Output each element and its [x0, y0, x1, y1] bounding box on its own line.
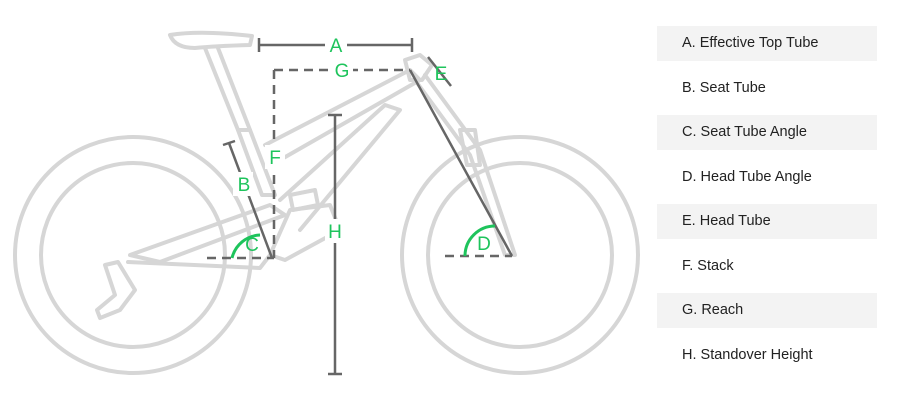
measurement-labels: A G E F B C H D: [233, 33, 491, 256]
legend-item-head-tube-angle: D. Head Tube Angle: [682, 168, 812, 185]
legend-item-seat-tube-angle: C. Seat Tube Angle: [657, 115, 877, 150]
label-g: G: [335, 61, 350, 82]
bike-frame-outline: [13, 30, 640, 375]
label-f: F: [269, 148, 281, 169]
label-c: C: [245, 235, 259, 256]
legend-item-reach: G. Reach: [657, 293, 877, 328]
legend-item-standover-height: H. Standover Height: [682, 346, 813, 363]
label-b: B: [238, 175, 251, 196]
label-h: H: [328, 222, 342, 243]
legend-item-effective-top-tube: A. Effective Top Tube: [657, 26, 877, 61]
bike-geometry-diagram: A G E F B C H D: [13, 30, 640, 376]
measurement-lines: [207, 38, 514, 376]
geometry-legend: A. Effective Top Tube B. Seat Tube C. Se…: [657, 26, 877, 382]
legend-item-head-tube: E. Head Tube: [657, 204, 877, 239]
legend-item-seat-tube: B. Seat Tube: [682, 79, 766, 96]
label-e: E: [435, 64, 448, 85]
label-d: D: [477, 234, 491, 255]
label-a: A: [330, 36, 343, 57]
legend-item-stack: F. Stack: [682, 257, 734, 274]
